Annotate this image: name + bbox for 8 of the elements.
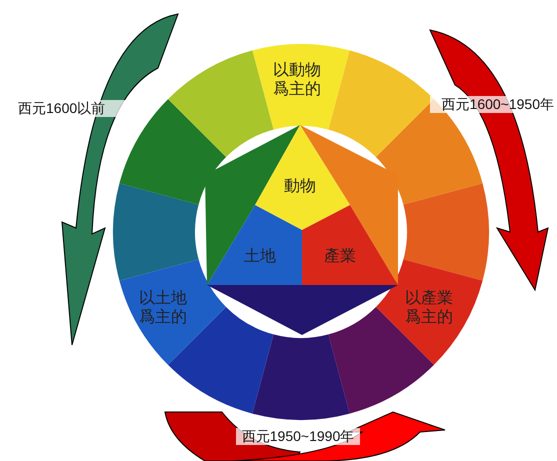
- segment-label: 土地: [238, 246, 282, 265]
- segment-label: 動物: [278, 176, 322, 195]
- segment-label: 以產業爲主的: [402, 288, 456, 326]
- period-label: 西元1950~1990年: [236, 428, 360, 445]
- segment-label: 產業: [318, 246, 362, 265]
- period-label: 西元1600以前: [18, 100, 128, 117]
- segment-label: 以土地爲主的: [136, 288, 190, 326]
- period-label: 西元1600~1950年: [430, 96, 554, 113]
